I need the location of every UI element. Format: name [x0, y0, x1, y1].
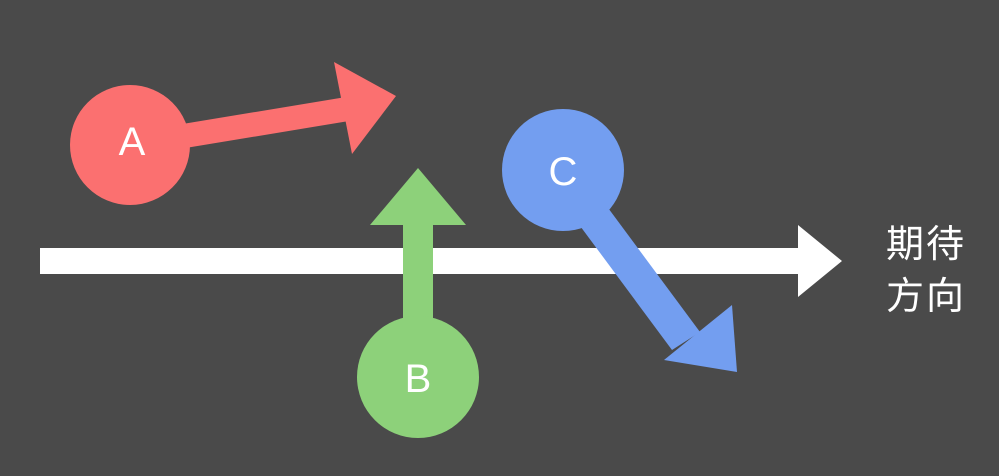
expected-direction-head [798, 225, 842, 297]
vector-b-head [370, 168, 466, 225]
vector-b: B [357, 168, 479, 438]
expected-direction-arrow [40, 225, 842, 297]
vector-a-label: A [119, 120, 146, 164]
vector-c-head [664, 305, 737, 372]
vector-c-node [502, 109, 624, 231]
vector-a-head [334, 62, 396, 154]
vector-c-label: C [549, 150, 578, 194]
vector-a-node [70, 85, 190, 205]
expected-direction-label-line2: 方向 [886, 274, 967, 318]
vector-c: C [502, 109, 737, 372]
vector-a: A [70, 62, 396, 205]
expected-direction-label: 期待 方向 [886, 218, 976, 322]
vector-b-node [357, 316, 479, 438]
expected-direction-label-line1: 期待 [886, 222, 967, 266]
vector-b-label: B [405, 357, 432, 401]
